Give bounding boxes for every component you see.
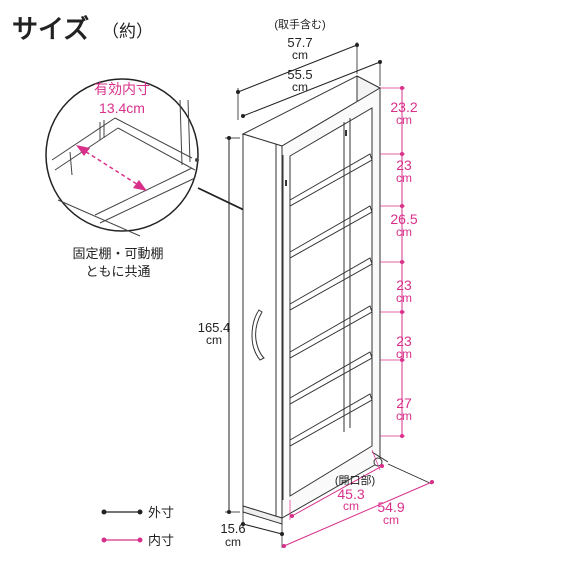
inset-label: 有効内寸 [94,81,150,97]
page-title: サイズ [12,14,89,44]
depth-value: 15.6 [220,521,245,536]
width-with-handle-unit: cm [292,48,308,62]
base-width-dims: 54.9 cm [281,463,434,548]
outer-depth-dims: 15.6 cm [220,512,284,549]
inner-width-dims: (開口部) 45.3 cm [289,449,384,520]
shelf-gap-3: 26.5 [390,211,417,227]
depth-unit: cm [225,535,241,549]
outer-height-dims: 165.4 cm [198,136,240,514]
width-note: (取手含む) [274,17,325,31]
shelf-gap-5: 23 [396,333,412,349]
page-title-note: （約） [102,22,153,41]
opening-width-value: 45.3 [337,486,364,502]
shelf-note-line1: 固定棚・可動棚 [72,246,163,261]
shelf-gap-1: 23.2 [390,99,417,115]
opening-note: (開口部) [335,473,375,487]
inset-detail: 有効内寸 13.4cm [45,78,199,237]
inset-value: 13.4cm [99,100,145,116]
cabinet-shelves [282,118,373,500]
width-body-unit: cm [292,80,308,94]
cabinet-drawing [241,75,389,525]
legend-item-outer: 外寸 [101,505,174,520]
base-width-value: 54.9 [377,499,404,515]
dim-line-45-3 [291,465,383,517]
shelf-gap-4: 23 [396,277,412,293]
outer-width-dims: (取手含む) 57.7 cm 55.5 cm [236,17,382,120]
shelf-gap-6: 27 [396,395,412,411]
inner-height-labels: 23.2 cm 23 cm 26.5 cm 23 cm 23 cm 27 cm [390,99,417,423]
shelf-gap-2: 23 [396,157,412,173]
height-unit: cm [206,333,222,347]
height-value: 165.4 [198,320,231,335]
shelf-gap-3-unit: cm [396,225,412,239]
shelf-gap-6-unit: cm [396,409,412,423]
legend: 外寸 内寸 [101,505,174,548]
legend-outer-label: 外寸 [148,505,174,520]
width-body-value: 55.5 [287,67,312,82]
shelf-note-line2: ともに共通 [85,264,150,279]
legend-inner-label: 内寸 [148,533,174,548]
shelf-gap-2-unit: cm [396,171,412,185]
shelf-gap-4-unit: cm [396,291,412,305]
width-with-handle-value: 57.7 [287,35,312,50]
opening-width-unit: cm [343,499,359,513]
dim-line-55-5 [242,61,381,117]
legend-item-inner: 内寸 [101,533,174,548]
inner-height-dims [380,86,405,438]
dim-line-57-7 [237,44,358,93]
dim-line-54-9 [283,481,433,547]
shelf-gap-5-unit: cm [396,347,412,361]
base-width-unit: cm [383,513,399,527]
shelf-gap-1-unit: cm [396,113,412,127]
